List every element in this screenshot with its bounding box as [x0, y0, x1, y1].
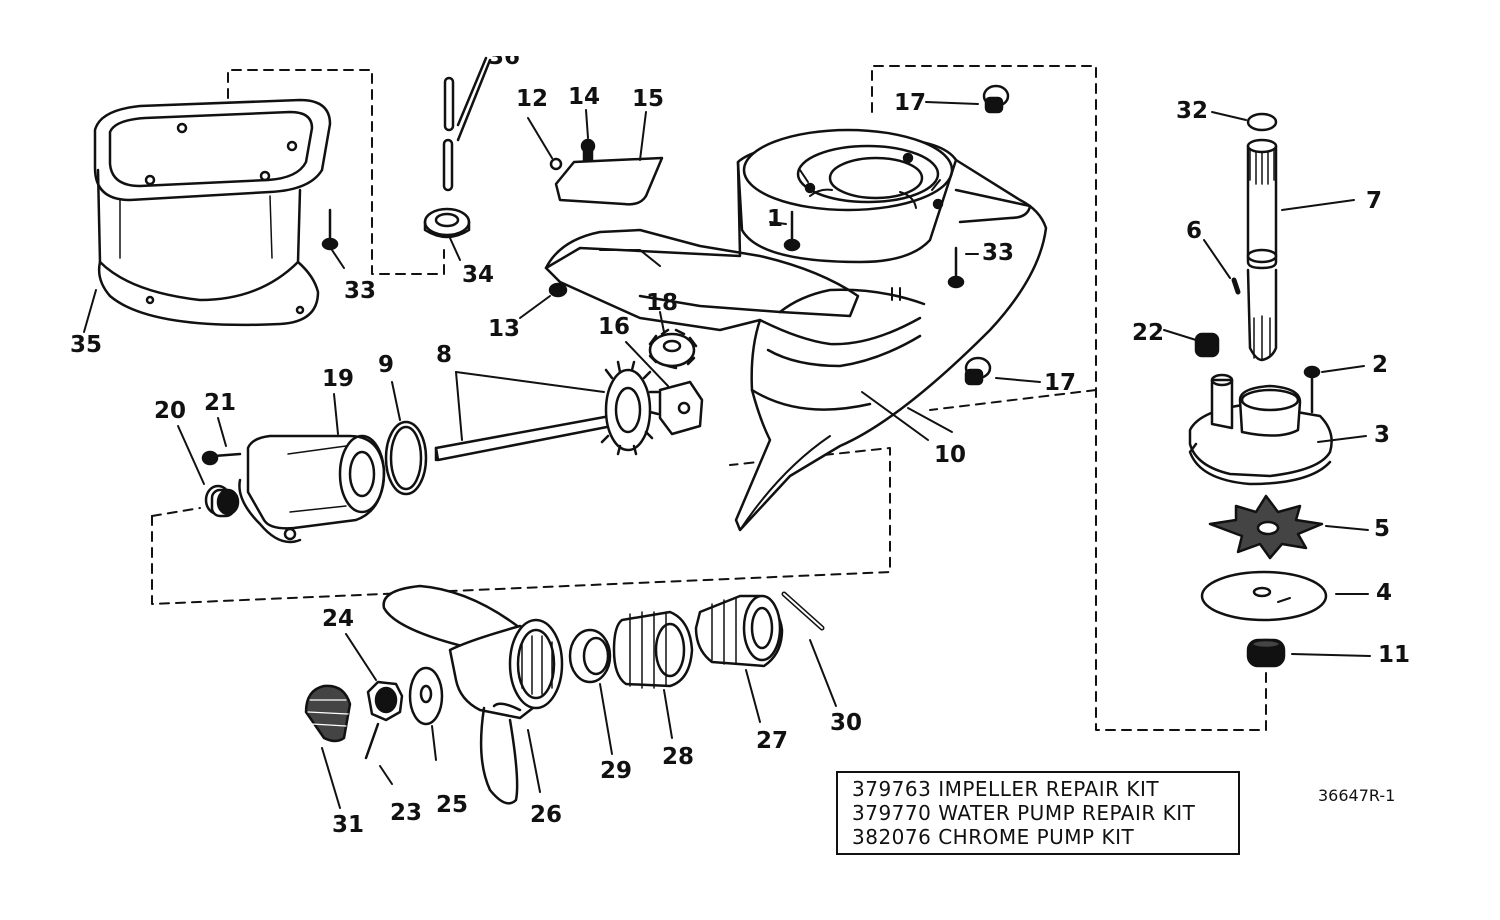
part-17-plug-top	[926, 86, 1008, 112]
callout-32: 32	[1176, 98, 1209, 124]
part-11-seal	[1248, 640, 1370, 666]
callout-19: 19	[322, 366, 355, 392]
part-16-thrust-block	[626, 342, 702, 434]
callout-22: 22	[1132, 320, 1165, 346]
callout-3: 3	[1374, 422, 1391, 448]
callout-2: 2	[1372, 352, 1389, 378]
part-8-propeller-shaft	[436, 362, 658, 460]
part-4-plate	[1202, 572, 1368, 620]
part-34-seal	[425, 209, 469, 237]
callout-33-right: 33	[982, 240, 1015, 266]
callout-10: 10	[934, 442, 967, 468]
kit-line-chrome-pump: 382076 CHROME PUMP KIT	[852, 825, 1135, 849]
part-17-plug-bottom	[966, 358, 1040, 384]
callout-34: 34	[462, 262, 495, 288]
callout-26: 26	[530, 802, 563, 828]
callout-28: 28	[662, 744, 695, 770]
part-30-pin	[784, 594, 836, 706]
part-23-cotter-pin	[366, 724, 392, 784]
callout-25: 25	[436, 792, 469, 818]
callout-5: 5	[1374, 516, 1391, 542]
callout-30: 30	[830, 710, 863, 736]
part-25-thrust-washer	[410, 668, 442, 760]
kit-line-impeller: 379763 IMPELLER REPAIR KIT	[852, 777, 1160, 801]
part-5-impeller	[1210, 496, 1368, 558]
repair-kit-legend: 379763 IMPELLER REPAIR KIT 379770 WATER …	[836, 771, 1240, 855]
callout-20: 20	[154, 398, 187, 424]
part-10-gearcase-housing	[546, 130, 1046, 530]
callout-31: 31	[332, 812, 365, 838]
callout-27: 27	[756, 728, 789, 754]
callout-36: 36	[488, 44, 521, 70]
leader-lines	[84, 110, 952, 432]
part-22-grommet	[1164, 330, 1218, 356]
part-19-bearing-carrier	[239, 394, 384, 542]
callout-6: 6	[1186, 218, 1203, 244]
part-9-o-ring	[386, 382, 426, 494]
part-27-gear	[696, 596, 782, 722]
part-33-screw-right	[949, 248, 978, 287]
callout-29: 29	[600, 758, 633, 784]
callout-16: 16	[598, 314, 631, 340]
part-3-pump-housing	[1190, 375, 1366, 484]
part-35-housing-spacer	[95, 100, 330, 325]
part-18-pinion-gear	[650, 312, 696, 368]
dashed-grouping-lines	[152, 66, 1266, 730]
part-13-nut	[520, 284, 566, 318]
callout-8: 8	[436, 342, 453, 368]
callout-14: 14	[568, 84, 601, 110]
part-36-pins	[444, 58, 490, 190]
part-15-plate	[556, 112, 662, 204]
part-33-screw-left	[323, 210, 337, 249]
part-7-drive-shaft	[1248, 140, 1354, 360]
part-6-pin	[1204, 240, 1238, 292]
callout-24: 24	[322, 606, 355, 632]
part-1-screw	[770, 212, 799, 250]
callout-11: 11	[1378, 642, 1411, 668]
part-24-nut	[346, 634, 402, 720]
part-28-gear	[614, 612, 692, 738]
part-32-o-ring	[1212, 112, 1276, 130]
callout-15: 15	[632, 86, 665, 112]
part-12-screw	[528, 118, 561, 169]
callout-17-bottom: 17	[1044, 370, 1077, 396]
callout-17-top: 17	[894, 90, 927, 116]
part-26-propeller	[384, 586, 562, 803]
callout-18: 18	[646, 290, 679, 316]
callout-9: 9	[378, 352, 395, 378]
part-21-screw	[203, 418, 240, 464]
part-31-nose-cone	[306, 686, 350, 808]
callout-13: 13	[488, 316, 521, 342]
part-20-seal	[178, 426, 238, 516]
callout-4: 4	[1376, 580, 1393, 606]
part-29-washer	[570, 630, 612, 754]
kit-line-water-pump: 379770 WATER PUMP REPAIR KIT	[852, 801, 1196, 825]
callout-1: 1	[767, 206, 784, 232]
callout-12: 12	[516, 86, 549, 112]
callout-23: 23	[390, 800, 423, 826]
callout-33-left: 33	[344, 278, 377, 304]
callout-35: 35	[70, 332, 103, 358]
part-2-screw	[1305, 366, 1364, 412]
callout-7: 7	[1366, 188, 1383, 214]
part-14-screw	[582, 140, 594, 165]
drawing-number: 36647R-1	[1318, 786, 1396, 805]
callout-21: 21	[204, 390, 237, 416]
